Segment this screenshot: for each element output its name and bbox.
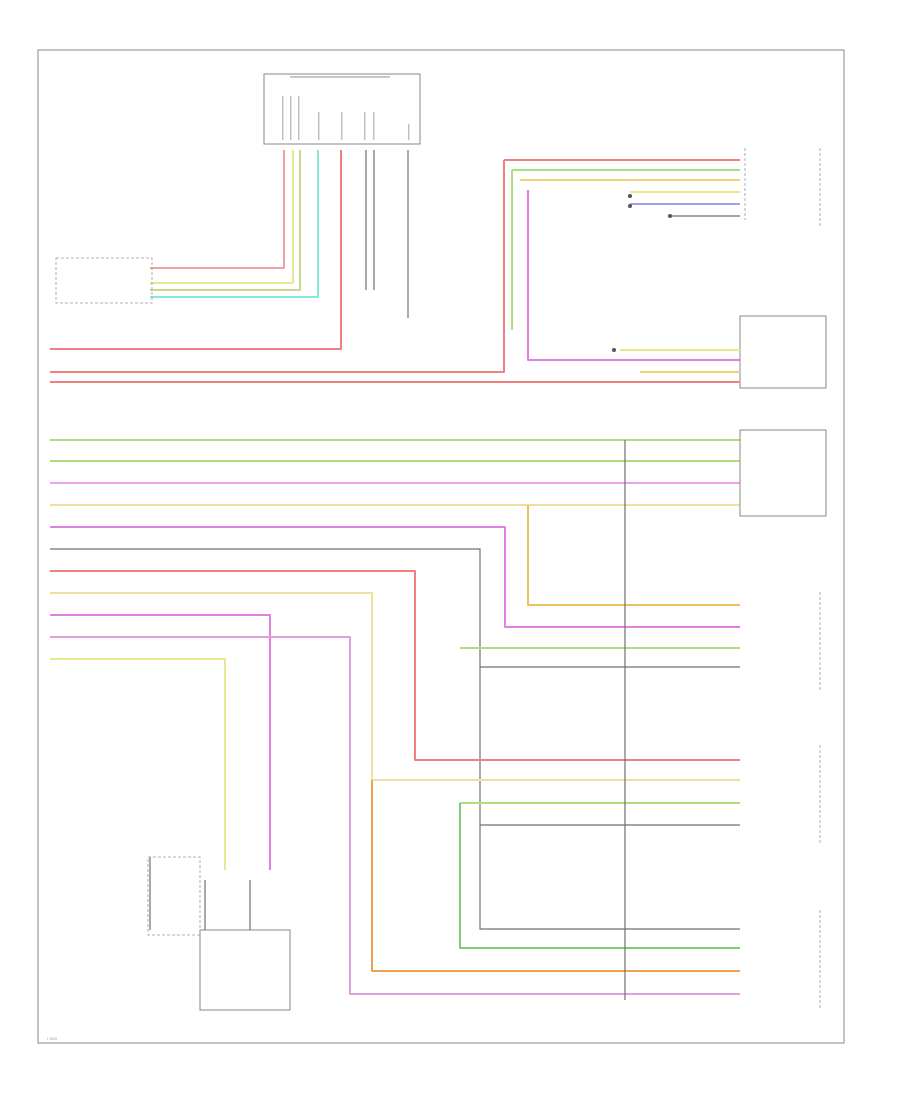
frame-code: I 1000 xyxy=(47,1037,57,1041)
top-right-component xyxy=(504,148,821,226)
branch-wires xyxy=(371,440,740,1000)
top-vertical-wires xyxy=(50,150,409,350)
left-component xyxy=(55,257,153,304)
middle-right-component xyxy=(50,315,827,389)
bus-wires xyxy=(50,439,740,995)
wire-violet-vertical xyxy=(527,190,740,361)
diagram-frame xyxy=(37,49,845,1044)
wire-red-vertical xyxy=(50,160,505,373)
bottom-left-component xyxy=(147,856,201,936)
driver-door-module xyxy=(739,429,827,517)
bottom-left-module xyxy=(149,857,291,1011)
top-module xyxy=(263,73,421,145)
